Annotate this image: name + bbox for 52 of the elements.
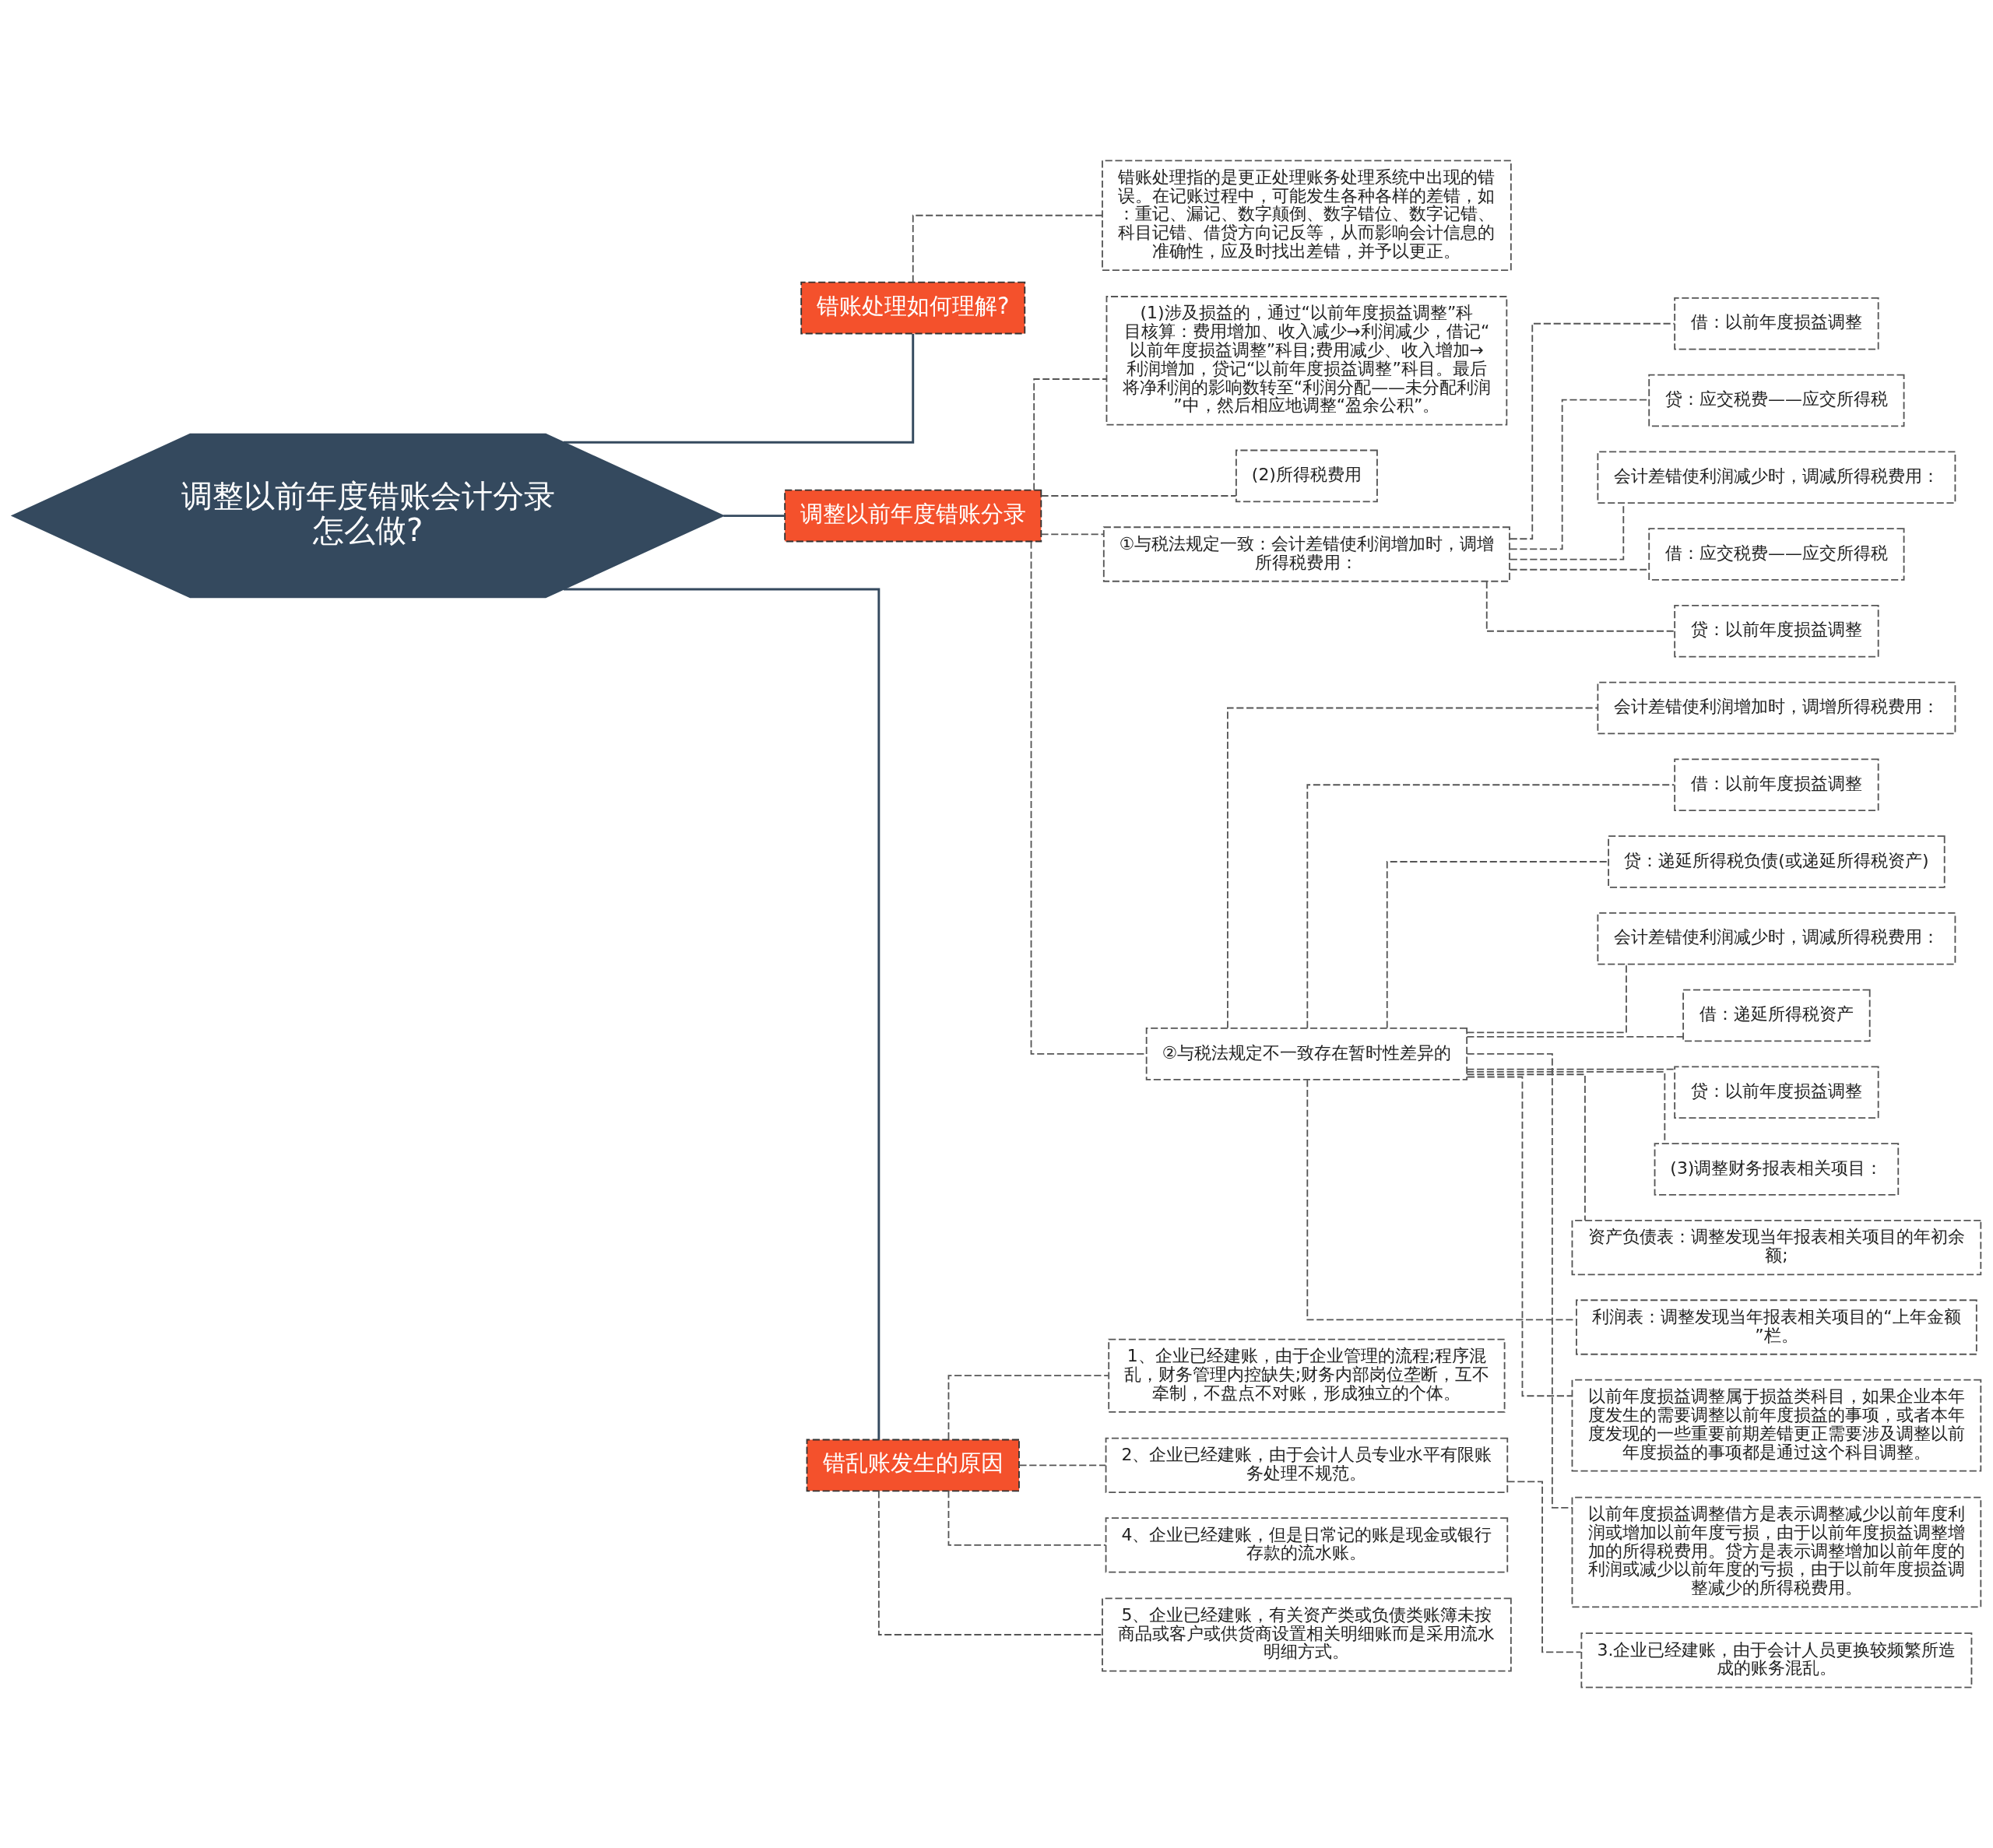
node-box: 贷：递延所得税负债(或递延所得税资产) — [1608, 835, 1946, 888]
node-box: 1、企业已经建账，由于企业管理的流程;程序混乱，财务管理内控缺失;财务内部岗位垄断，互不牵制，不盘点不对账，形成独立的个体。 — [1108, 1338, 1506, 1413]
connector — [1466, 1036, 1684, 1038]
connector — [1040, 495, 1237, 497]
node-box: 5、企业已经建账，有关资产类或负债类账簿未按商品或客户或供货商设置相关明细账而是采用流水明细方式。 — [1102, 1597, 1512, 1672]
node-box: 借：以前年度损益调整 — [1674, 297, 1879, 350]
node-box: 会计差错使利润增加时，调增所得税费用： — [1597, 681, 1956, 735]
connector — [564, 588, 881, 1440]
node-box: ②与税法规定不一致存在暂时性差异的 — [1145, 1028, 1468, 1080]
connector — [563, 333, 915, 444]
node-box: ①与税法规定一致：会计差错使利润增加时，调增所得税费用： — [1102, 526, 1510, 582]
connector — [1485, 581, 1675, 632]
connector — [1466, 1073, 1586, 1221]
connector — [1506, 1481, 1582, 1653]
connector — [877, 1490, 1103, 1635]
connector — [1466, 1068, 1675, 1070]
connector — [1306, 784, 1675, 1029]
node-box: 3.企业已经建账，由于会计人员更换较频繁所造成的账务混乱。 — [1580, 1632, 1973, 1688]
connector — [1466, 1052, 1573, 1509]
connector — [1466, 963, 1627, 1034]
node-box: (3)调整财务报表相关项目： — [1654, 1143, 1900, 1196]
connector — [1227, 707, 1598, 1029]
node-box: 以前年度损益调整属于损益类科目，如果企业本年度发生的需要调整以前年度损益的事项，或者本年度发现的一些重要前期差错更正需要涉及调整以前年度损益的事项都是通过这个科目调整。 — [1571, 1379, 1982, 1472]
node-box: 贷：应交税费——应交所得税 — [1648, 374, 1905, 427]
connector — [912, 214, 1103, 283]
node-box: 贷：以前年度损益调整 — [1674, 604, 1879, 658]
node-box: 借：递延所得税资产 — [1682, 989, 1871, 1042]
connector — [947, 1490, 1107, 1546]
node-box: 错乱账发生的原因 — [806, 1439, 1020, 1492]
connector — [1466, 1076, 1573, 1397]
node-box: 4、企业已经建账，但是日常记的账是现金或银行存款的流水账。 — [1105, 1517, 1509, 1573]
node-box: 贷：以前年度损益调整 — [1674, 1066, 1879, 1119]
node-box: 会计差错使利润减少时，调减所得税费用： — [1597, 451, 1956, 504]
node-box: (1)涉及损益的，通过“以前年度损益调整”科目核算：费用增加、收入减少→利润减少，借记“以前年度损益调整”科目;费用减少、收入增加→利润增加，贷记“以前年度损益调整”科目。最后将净利润的影响数转至“利润分配——未分配利润”中，然后相应地调整“盈余公积”。 — [1105, 296, 1508, 426]
node-box: 借：应交税费——应交所得税 — [1648, 528, 1905, 581]
connector — [1386, 861, 1609, 1029]
connector — [723, 515, 785, 518]
connector — [1018, 1464, 1107, 1467]
node-box: 会计差错使利润减少时，调减所得税费用： — [1597, 912, 1956, 965]
node-box: 利润表：调整发现当年报表相关项目的“上年金额”栏。 — [1576, 1299, 1977, 1355]
node-box: 错账处理如何理解? — [800, 281, 1026, 335]
node-box: 2、企业已经建账，由于会计人员专业水平有限账务处理不规范。 — [1105, 1437, 1509, 1494]
connector — [1509, 322, 1675, 540]
node-box: 资产负债表：调整发现当年报表相关项目的年初余额; — [1571, 1219, 1982, 1276]
node-box: 以前年度损益调整借方是表示调整减少以前年度利润或增加以前年度亏损，由于以前年度损益调整增加的所得税费用。贷方是表示调整增加以前年度的利润或减少以前年度的亏损，由于以前年度损益调整减少的所得税费用。 — [1571, 1496, 1982, 1608]
connector — [1033, 378, 1108, 491]
node-box: 调整以前年度错账分录 — [784, 489, 1042, 543]
connector — [947, 1375, 1109, 1440]
connector — [1040, 533, 1105, 536]
node-box: 借：以前年度损益调整 — [1674, 758, 1879, 812]
node-box: (2)所得税费用 — [1235, 449, 1378, 503]
node-box: 错账处理指的是更正处理账务处理系统中出现的错误。在记账过程中，可能发生各种各样的差错，如：重记、漏记、数字颠倒、数字错位、数字记错、科目记错、借贷方向记反等，从而影响会计信息的准确性，应及时找出差错，并予以更正。 — [1102, 160, 1512, 272]
